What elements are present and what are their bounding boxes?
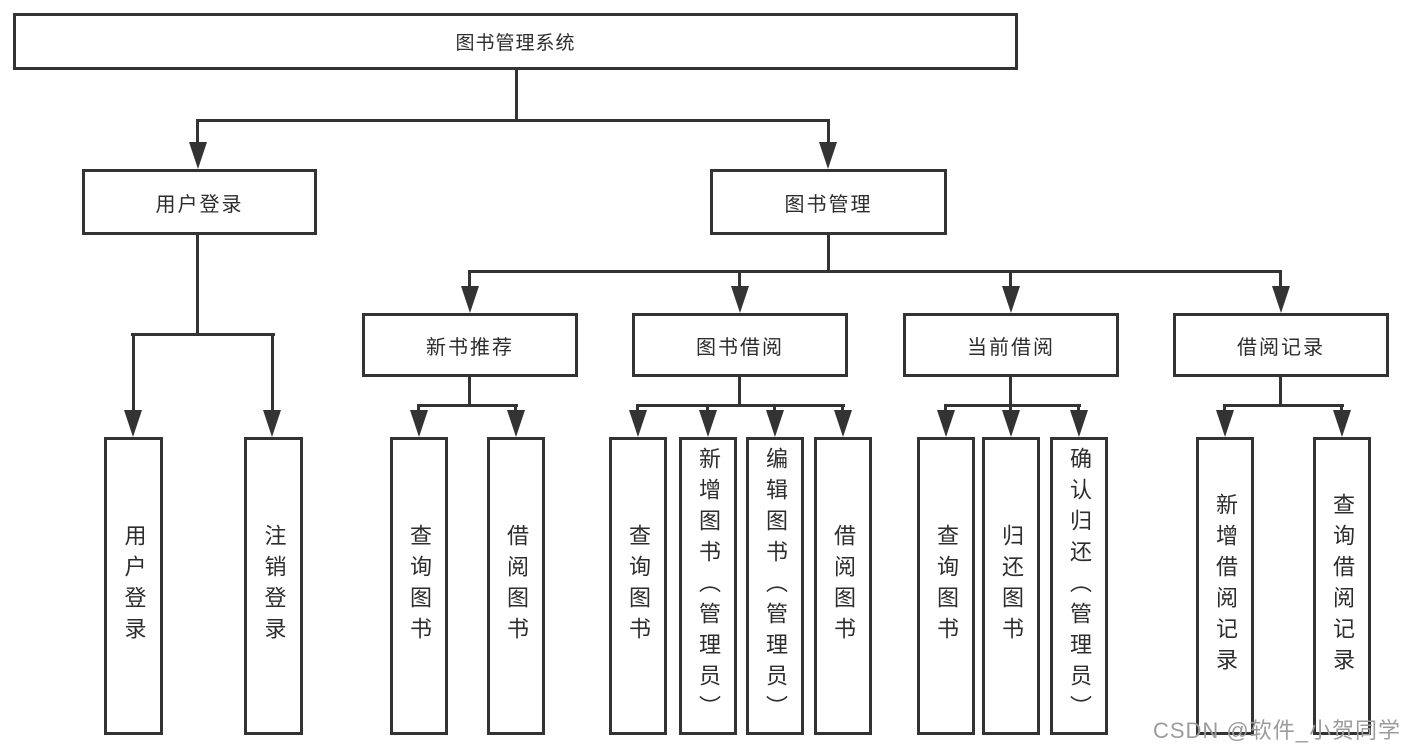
leaf-borrow-add-admin: 新增图书（管理员） xyxy=(679,437,737,735)
node-root-label: 图书管理系统 xyxy=(455,33,576,54)
connector-line xyxy=(1009,377,1012,407)
node-book-management: 图书管理 xyxy=(710,169,947,235)
leaf-newbook-query: 查询图书 xyxy=(390,437,448,735)
connector-line xyxy=(944,404,1081,407)
leaf-current-query-label: 查询图书 xyxy=(934,524,959,648)
arrow-down-icon xyxy=(461,286,479,313)
node-user-login: 用户登录 xyxy=(82,169,317,235)
node-current-borrow: 当前借阅 xyxy=(903,313,1119,377)
connector-line xyxy=(131,333,275,336)
connector-line xyxy=(944,404,947,412)
arrow-down-icon xyxy=(731,286,749,313)
node-book-management-label: 图书管理 xyxy=(784,193,873,216)
connector-line xyxy=(1009,270,1012,288)
leaf-borrow-borrow-label: 借阅图书 xyxy=(831,524,856,648)
connector-line xyxy=(1340,404,1343,412)
leaf-newbook-borrow-label: 借阅图书 xyxy=(504,524,529,648)
arrow-down-icon xyxy=(1002,410,1020,437)
connector-line xyxy=(738,270,741,288)
arrow-down-icon xyxy=(1272,286,1290,313)
leaf-records-add-label: 新增借阅记录 xyxy=(1213,493,1238,679)
node-new-book-recommend: 新书推荐 xyxy=(362,313,578,377)
node-current-borrow-label: 当前借阅 xyxy=(967,336,1055,359)
node-user-login-label: 用户登录 xyxy=(155,193,244,216)
connector-line xyxy=(1223,404,1226,412)
connector-line xyxy=(196,119,830,122)
leaf-borrow-borrow: 借阅图书 xyxy=(814,437,872,735)
connector-line xyxy=(738,377,741,407)
connector-line xyxy=(773,404,776,412)
leaf-borrow-edit-admin-label: 编辑图书（管理员） xyxy=(763,446,788,726)
connector-line xyxy=(827,235,830,273)
arrow-down-icon xyxy=(507,410,525,437)
connector-line xyxy=(841,404,844,412)
leaf-borrow-add-admin-label: 新增图书（管理员） xyxy=(696,446,721,726)
leaf-current-confirm-admin-label: 确认归还（管理员） xyxy=(1067,446,1092,726)
node-book-borrow-label: 图书借阅 xyxy=(696,336,784,359)
connector-line xyxy=(1077,404,1080,412)
connector-line xyxy=(636,404,845,407)
arrow-down-icon xyxy=(1333,410,1351,437)
node-root: 图书管理系统 xyxy=(13,13,1018,70)
leaf-newbook-borrow: 借阅图书 xyxy=(487,437,545,735)
arrow-down-icon xyxy=(124,410,142,437)
arrow-down-icon xyxy=(629,410,647,437)
connector-line xyxy=(417,404,420,412)
leaf-records-query-label: 查询借阅记录 xyxy=(1330,493,1355,679)
leaf-borrow-query: 查询图书 xyxy=(609,437,667,735)
arrow-down-icon xyxy=(937,410,955,437)
arrow-down-icon xyxy=(1070,410,1088,437)
leaf-current-return-label: 归还图书 xyxy=(999,524,1024,648)
leaf-newbook-query-label: 查询图书 xyxy=(407,524,432,648)
connector-line xyxy=(706,404,709,412)
connector-line xyxy=(514,404,517,412)
leaf-logout: 注销登录 xyxy=(244,437,303,735)
connector-line xyxy=(271,333,274,412)
connector-line xyxy=(417,404,518,407)
leaf-user-login-label: 用户登录 xyxy=(121,524,147,648)
arrow-down-icon xyxy=(766,410,784,437)
watermark: CSDN @软件_小贺同学 xyxy=(1152,718,1401,743)
connector-line xyxy=(827,119,830,145)
arrow-down-icon xyxy=(410,410,428,437)
leaf-current-query: 查询图书 xyxy=(917,437,975,735)
arrow-down-icon xyxy=(189,142,207,169)
connector-line xyxy=(468,377,471,407)
node-new-book-recommend-label: 新书推荐 xyxy=(426,336,514,359)
arrow-down-icon xyxy=(699,410,717,437)
connector-line xyxy=(132,333,135,412)
arrow-down-icon xyxy=(1002,286,1020,313)
leaf-logout-label: 注销登录 xyxy=(261,524,287,648)
connector-line xyxy=(468,270,471,288)
arrow-down-icon xyxy=(263,410,281,437)
connector-line xyxy=(636,404,639,412)
node-borrow-records-label: 借阅记录 xyxy=(1237,336,1325,359)
node-book-borrow: 图书借阅 xyxy=(632,313,848,377)
leaf-records-add: 新增借阅记录 xyxy=(1196,437,1254,735)
connector-line xyxy=(1279,377,1282,407)
connector-line xyxy=(468,270,1282,273)
leaf-current-confirm-admin: 确认归还（管理员） xyxy=(1050,437,1108,735)
connector-line xyxy=(1223,404,1344,407)
leaf-borrow-edit-admin: 编辑图书（管理员） xyxy=(746,437,804,735)
leaf-borrow-query-label: 查询图书 xyxy=(626,524,651,648)
leaf-user-login: 用户登录 xyxy=(104,437,163,735)
leaf-current-return: 归还图书 xyxy=(982,437,1040,735)
connector-line xyxy=(196,235,199,335)
node-borrow-records: 借阅记录 xyxy=(1173,313,1389,377)
connector-line xyxy=(1279,270,1282,288)
connector-line xyxy=(196,119,199,145)
leaf-records-query: 查询借阅记录 xyxy=(1313,437,1371,735)
connector-line xyxy=(515,68,518,121)
arrow-down-icon xyxy=(819,142,837,169)
connector-line xyxy=(1009,404,1012,412)
arrow-down-icon xyxy=(1216,410,1234,437)
arrow-down-icon xyxy=(834,410,852,437)
